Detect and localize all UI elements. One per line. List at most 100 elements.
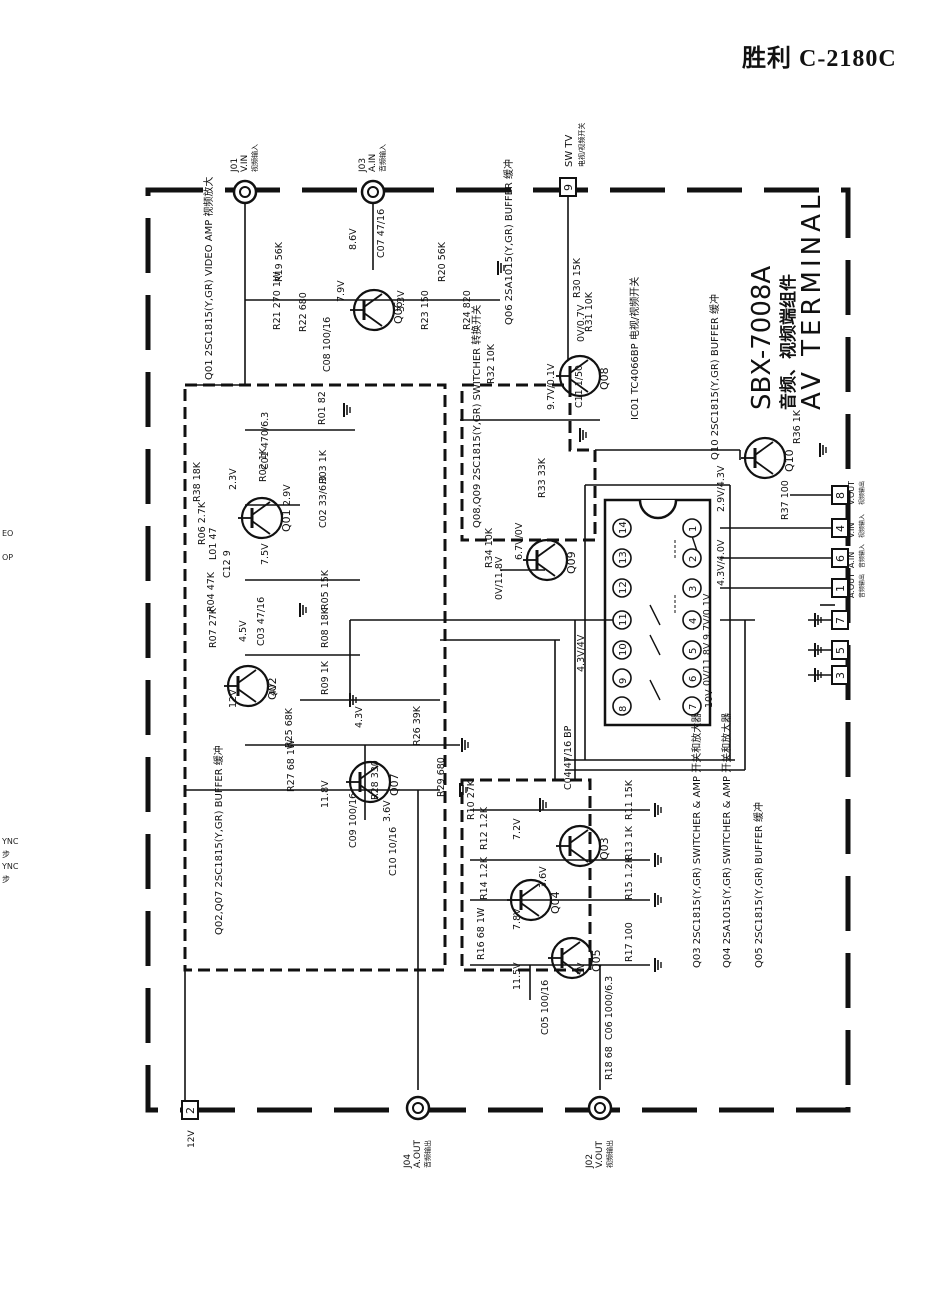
pin-label: SW TV (564, 134, 575, 167)
ic-pin (612, 696, 632, 716)
ic-pin (612, 610, 632, 630)
transistor-label: Q10 (783, 449, 796, 472)
ground-icon (814, 643, 822, 657)
transistor-note: Q03 2SC1815(Y,GR) SWITCHER & AMP 开关和放大器 (690, 713, 703, 968)
transistor-note: Q05 2SC1815(Y,GR) BUFFER 缓冲 (752, 802, 765, 968)
component-label: C09 100/16 (348, 793, 359, 848)
voltage-label: 7.8V (512, 908, 523, 930)
pin-number: 3 (834, 672, 847, 679)
pin-label-cn: 视频输入 (858, 514, 866, 538)
ground-icon (579, 428, 587, 442)
video-section-border (183, 383, 447, 972)
ground-icon (461, 738, 469, 752)
ic-pin-number: 14 (618, 521, 629, 534)
jack-id: J01 (230, 158, 240, 173)
ground-icon (299, 603, 307, 617)
ic-pin (682, 610, 702, 630)
transistor-note: Q08,Q09 2SC1815(Y,GR) SWITCHER 转换开关 (470, 305, 483, 528)
component-label: R14 1.2K (479, 856, 490, 900)
component-label: R32 10K (486, 343, 497, 384)
ic-pin (682, 668, 702, 688)
voltage-label: 3.6V (382, 800, 393, 822)
component-label: L01 47 (208, 528, 219, 561)
voltage-label: 4.3V/4.0V (716, 539, 727, 586)
ic-pin (612, 518, 632, 538)
component-label: R11 15K (624, 779, 635, 820)
stray-label: YNC (2, 862, 19, 871)
component-label: R25 68K (284, 707, 295, 748)
ic-pin (682, 696, 702, 716)
pin-number: 4 (834, 525, 847, 532)
ground-symbols (299, 261, 827, 972)
component-label: C04 47/16 BP (563, 725, 574, 790)
component-label: C11 1/50 (574, 365, 585, 408)
pin-number: 7 (834, 617, 847, 624)
component-label: R16 68 1W (476, 907, 487, 960)
component-label: R37 100 (780, 480, 791, 520)
transistor-note: Q01 2SC1815(Y,GR) VIDEO AMP 视频放大 (202, 177, 215, 380)
jack-name-cn: 视频输入 (250, 144, 259, 172)
component-label: R26 39K (412, 705, 423, 746)
page-title: 胜利 C-2180C (742, 46, 897, 72)
component-label: R33 33K (537, 457, 548, 498)
transistor-notes: Q01 2SC1815(Y,GR) VIDEO AMP 视频放大 Q06 2SA1… (202, 159, 765, 968)
component-label: R22 680 (298, 292, 309, 332)
voltage-label: 12V (228, 689, 239, 708)
voltage-label: 4V (268, 683, 279, 696)
voltage-label: 4.3V/4V (576, 634, 587, 672)
stray-label: YNC (2, 837, 19, 846)
component-label: R15 1.2K (624, 856, 635, 900)
ic-pin-number: 6 (688, 676, 699, 682)
voltage-label: 3.6V (538, 866, 549, 888)
transistor-note: Q06 2SA1015(Y,GR) BUFFER 缓冲 (502, 159, 515, 325)
transistor: Q01 (238, 496, 293, 540)
stray-label: OP (2, 553, 14, 562)
ground-icon (459, 783, 467, 797)
component-label: R19 56K (274, 241, 285, 282)
ic-pin-number: 10 (618, 643, 629, 656)
voltage-label: 2.9V/4.3V (716, 465, 727, 512)
transistor: Q04 (507, 878, 562, 922)
pin-number: 6 (834, 555, 847, 562)
ground-icon (814, 613, 822, 627)
transistor-label: Q07 (388, 773, 401, 796)
component-label: R01 82 (317, 391, 328, 425)
transistor-label: Q08 (598, 367, 611, 390)
wiring (184, 196, 835, 1110)
component-label: R13 1K (624, 825, 635, 860)
voltage-label: 3V (576, 962, 587, 975)
jack-name: V.OUT (595, 1140, 605, 1168)
ground-icon (497, 261, 505, 275)
component-label: R06 2.7K (197, 501, 208, 545)
transistor-label: Q06 (392, 301, 405, 324)
voltage-label: 10V (704, 689, 715, 708)
transistor-label: Q05 (590, 949, 603, 972)
transistor-label: Q09 (565, 551, 578, 574)
pin-label: A.IN (847, 552, 856, 568)
component-label: R17 100 (624, 922, 635, 962)
voltage-label: 4.3V (354, 706, 365, 728)
jack-name-cn: 音频输出 (423, 1140, 432, 1168)
board-model: SBX-7008A (747, 266, 777, 410)
ic-pin-number: 12 (618, 581, 629, 594)
voltage-label: 8.6V (348, 228, 359, 250)
component-label: R36 1K (792, 409, 803, 444)
component-label: R10 27K (466, 779, 477, 820)
connector-pin-3: 3 (831, 665, 849, 685)
ic01-chip (603, 498, 712, 727)
pin-label: A.OUT (847, 573, 856, 598)
ic-pin-number: 5 (688, 648, 699, 654)
voltage-label: 0V/11.8V (702, 642, 713, 686)
jack-id: J04 (403, 1154, 413, 1169)
voltage-label: 7.5V (260, 543, 271, 565)
transistor: Q05 (548, 936, 603, 980)
ground-icon (539, 798, 547, 812)
ic-pin (682, 640, 702, 660)
component-label: R24 820 (462, 290, 473, 330)
